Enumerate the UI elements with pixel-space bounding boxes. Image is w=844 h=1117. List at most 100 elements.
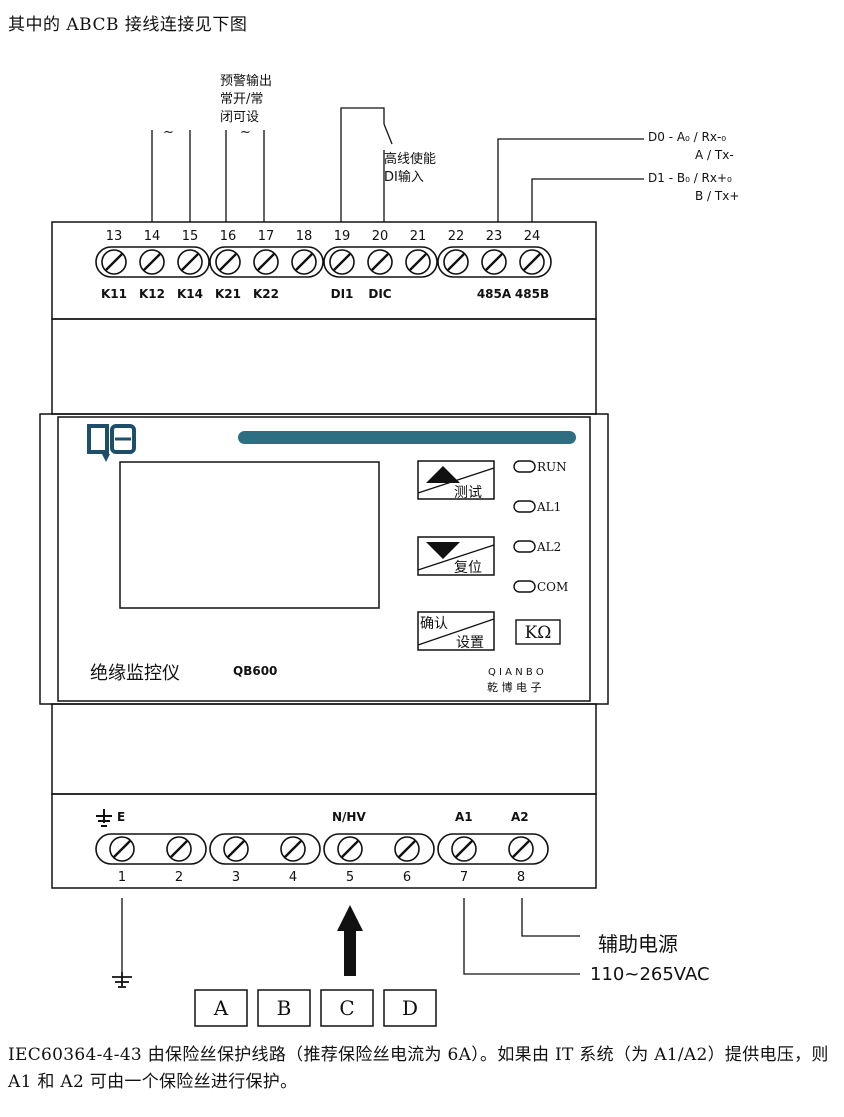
di-note-line1: 高线使能	[384, 151, 436, 167]
device-name: 绝缘监控仪	[90, 663, 180, 684]
reset-button[interactable]: 复位	[417, 536, 495, 576]
d0-note-line1: D0 - A₀ / Rx-₀	[648, 130, 726, 144]
relay2-note-line2: 常开/常	[220, 92, 263, 107]
terminal-label-k14: K14	[177, 287, 203, 301]
com-led-icon	[513, 580, 536, 593]
box-b	[257, 989, 311, 1027]
up-arrow-connection-icon	[337, 905, 363, 976]
brand-english: Q I A N B O	[488, 667, 544, 678]
run-led-label: RUN	[537, 460, 567, 474]
terminal-label-485b: 485B	[515, 287, 549, 301]
indicator-labels: RUN AL1 AL2 COM	[536, 460, 568, 594]
top-screw-slots	[105, 253, 541, 271]
terminal-label-a1: A1	[455, 810, 473, 824]
confirm-setting-button[interactable]: 确认 设置	[417, 611, 495, 651]
box-d-label: D	[402, 996, 418, 1020]
lcd-display	[119, 461, 380, 609]
panel-logo	[87, 424, 136, 462]
al1-led-icon	[513, 500, 536, 513]
abcd-box-labels: A B C D	[213, 996, 418, 1020]
device-model: QB600	[233, 664, 277, 678]
terminal-label-k21: K21	[215, 287, 241, 301]
terminal-number-2: 2	[175, 870, 183, 885]
intro-text: 其中的 ABCB 接线连接见下图	[8, 15, 248, 35]
aux-power-voltage: 110~265VAC	[590, 964, 710, 985]
terminal-label-k12: K12	[139, 287, 165, 301]
top-wiring	[151, 107, 644, 222]
top-screw-row	[95, 246, 552, 278]
top-annotations: ~ ~ 预警输出 常开/常 闭可设 高线使能 DI输入 D0 - A₀ / Rx…	[163, 73, 739, 203]
relay2-note-line3: 闭可设	[220, 110, 259, 125]
relay2-note-line1: 预警输出	[220, 73, 272, 89]
test-button-label: 测试	[454, 485, 482, 501]
terminal-number-14: 14	[144, 229, 161, 244]
terminal-label-e: E	[117, 810, 125, 824]
box-d	[383, 989, 437, 1027]
tilde-relay1: ~	[163, 125, 174, 140]
terminal-number-15: 15	[182, 229, 199, 244]
ground-icon	[112, 972, 132, 988]
terminal-number-24: 24	[524, 229, 541, 244]
terminal-number-4: 4	[289, 870, 297, 885]
terminal-number-13: 13	[106, 229, 123, 244]
terminal-number-8: 8	[517, 870, 525, 885]
outro-text: IEC60364-4-43 由保险丝保护线路（推荐保险丝电流为 6A）。如果由 …	[8, 1045, 829, 1092]
bottom-wiring	[121, 898, 580, 975]
terminal-label-485a: 485A	[477, 287, 512, 301]
terminal-number-18: 18	[296, 229, 313, 244]
terminal-number-3: 3	[232, 870, 240, 885]
run-led-icon	[513, 460, 536, 473]
panel-logo-text: QB	[0, 0, 2, 1]
terminal-label-n-hv: N/HV	[332, 810, 366, 824]
terminal-number-20: 20	[372, 229, 389, 244]
box-a-label: A	[213, 996, 229, 1020]
indicator-leds	[513, 460, 536, 593]
terminal-number-19: 19	[334, 229, 351, 244]
terminal-number-17: 17	[258, 229, 275, 244]
terminal-label-a2: A2	[511, 810, 529, 824]
terminal-number-7: 7	[460, 870, 468, 885]
unit-label: KΩ	[525, 623, 552, 643]
d0-note-line2: A / Tx-	[695, 148, 734, 162]
abcd-boxes	[194, 989, 437, 1027]
terminal-number-22: 22	[448, 229, 465, 244]
bottom-terminal-numbers: 1 2 3 4 5 6 7 8	[118, 870, 525, 885]
bottom-terminal-block	[51, 793, 597, 889]
front-panel	[57, 416, 591, 702]
brand-chinese: 乾 博 电 子	[487, 681, 542, 694]
bottom-terminal-labels: E N/HV A1 A2	[117, 810, 529, 824]
terminal-label-k11: K11	[101, 287, 127, 301]
unit-indicator	[515, 619, 561, 645]
reset-button-label: 复位	[454, 559, 482, 576]
box-c-label: C	[339, 996, 354, 1020]
di-note-line2: DI输入	[384, 169, 424, 185]
top-terminal-labels: K11 K12 K14 K21 K22 DI1 DIC 485A 485B	[101, 287, 549, 301]
lower-housing	[51, 703, 597, 795]
al1-led-label: AL1	[536, 500, 561, 514]
top-terminal-numbers: 13 14 15 16 17 18 19 20 21 22 23 24	[106, 229, 541, 244]
terminal-label-k22: K22	[253, 287, 279, 301]
panel-accent-bar	[238, 431, 576, 444]
d1-note-line1: D1 - B₀ / Rx+₀	[648, 171, 732, 185]
com-led-label: COM	[537, 580, 568, 594]
confirm-button-label: 确认	[420, 616, 448, 632]
al2-led-icon	[513, 540, 536, 553]
terminal-number-23: 23	[486, 229, 503, 244]
upper-housing	[51, 318, 597, 415]
terminal-number-21: 21	[410, 229, 427, 244]
terminal-number-5: 5	[346, 870, 354, 885]
test-button[interactable]: 测试	[417, 460, 495, 501]
terminal-number-16: 16	[220, 229, 237, 244]
aux-power-label: 辅助电源	[598, 932, 678, 956]
box-b-label: B	[277, 996, 292, 1020]
device-outline	[39, 221, 609, 889]
terminal-label-di1: DI1	[331, 287, 354, 301]
terminal-label-dic: DIC	[368, 287, 391, 301]
d1-note-line2: B / Tx+	[695, 189, 739, 203]
tilde-relay2: ~	[240, 125, 251, 140]
box-a	[194, 989, 248, 1027]
bottom-screw-slots	[113, 840, 530, 858]
setting-button-label: 设置	[456, 635, 484, 651]
terminal-number-1: 1	[118, 870, 126, 885]
